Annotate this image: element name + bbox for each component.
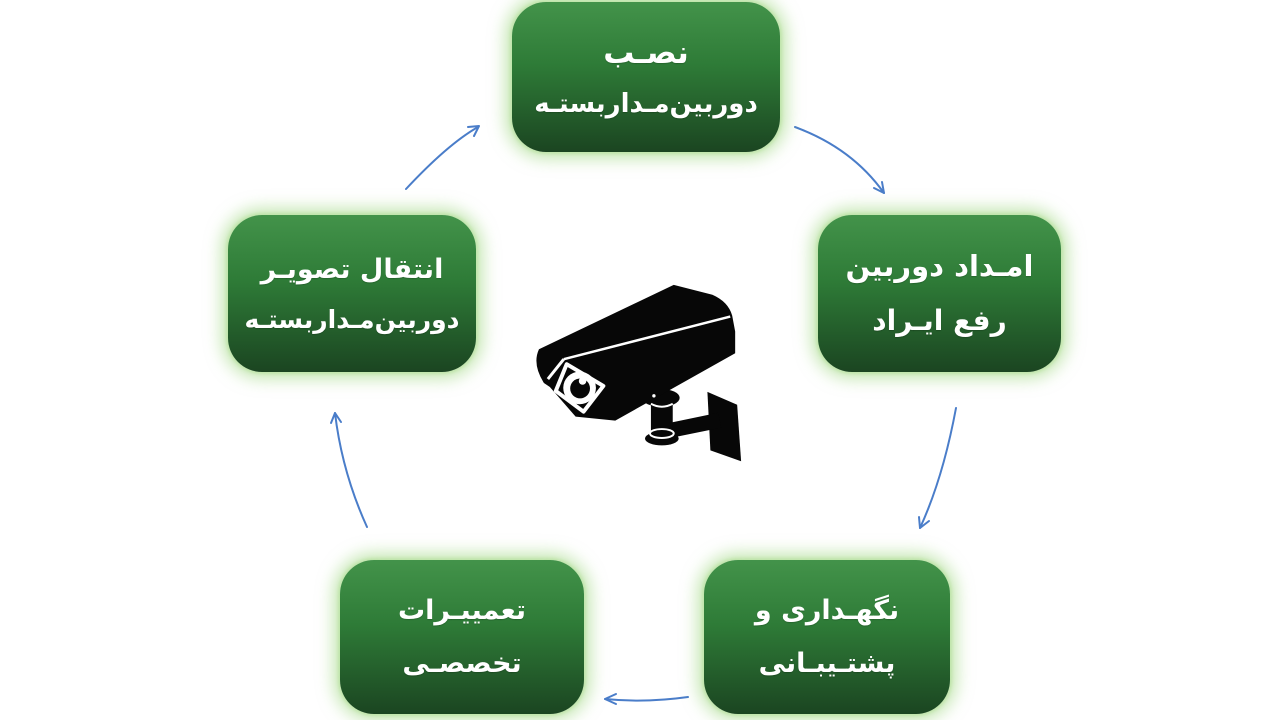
node-specialized-repairs: تعمییـرات تخصصـی bbox=[340, 560, 584, 714]
node-label-line: دوربین‌مـداربستـه bbox=[244, 304, 460, 334]
node-label-line: رفع ایـراد bbox=[872, 304, 1007, 337]
node-label-line: دوربین‌مـداربستـه bbox=[534, 88, 758, 119]
node-label-line: نگهـداری و bbox=[754, 595, 900, 626]
arrow-repairs-to-transfer bbox=[330, 412, 368, 528]
node-camera-assist: امـداد دوربین رفع ایـراد bbox=[818, 215, 1061, 372]
node-label-line: پشتـیبـانی bbox=[758, 648, 896, 679]
cctv-camera-icon bbox=[518, 272, 770, 490]
node-label-line: امـداد دوربین bbox=[845, 249, 1034, 283]
node-label-line: نصـب bbox=[603, 34, 689, 71]
node-label-line: تعمییـرات bbox=[398, 595, 526, 626]
arrow-install-to-assist bbox=[794, 126, 885, 194]
node-maintenance-support: نگهـداری و پشتـیبـانی bbox=[704, 560, 950, 714]
node-video-transfer: انتقال تصویـر دوربین‌مـداربستـه bbox=[228, 215, 476, 372]
node-label-line: انتقال تصویـر bbox=[260, 253, 444, 285]
node-label-line: تخصصـی bbox=[402, 648, 522, 679]
arrow-assist-to-maintenance bbox=[918, 407, 957, 529]
arrow-transfer-to-install bbox=[405, 125, 480, 190]
node-install-cctv: نصـب دوربین‌مـداربستـه bbox=[512, 2, 780, 152]
arrow-maintenance-to-repairs bbox=[604, 693, 689, 705]
